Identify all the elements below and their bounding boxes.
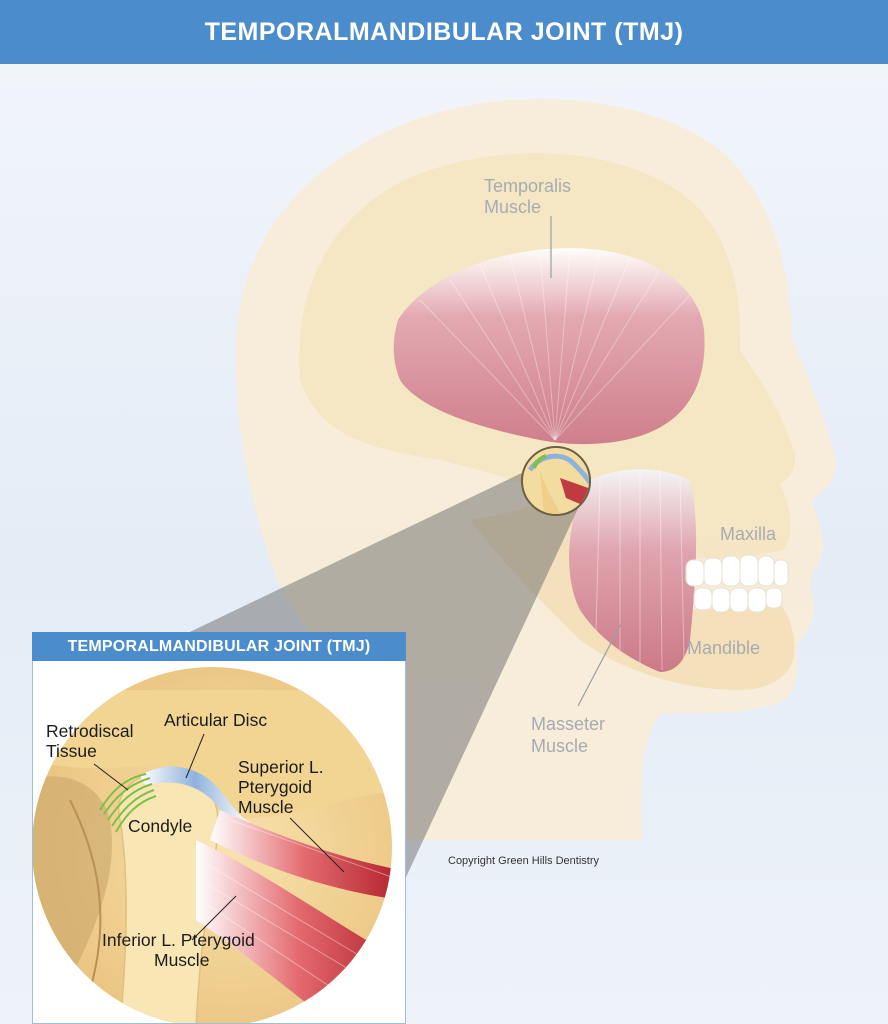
temporalis-label-line1: Temporalis: [484, 176, 571, 196]
mandible-label: Mandible: [687, 638, 760, 658]
temporalis-label-line2: Muscle: [484, 197, 541, 217]
inset-title: TEMPORALMANDIBULAR JOINT (TMJ): [32, 632, 406, 661]
inset-frame: [32, 632, 406, 1024]
masseter-label-line2: Muscle: [531, 736, 588, 756]
page-title: TEMPORALMANDIBULAR JOINT (TMJ): [0, 0, 888, 64]
masseter-label-line1: Masseter: [531, 714, 605, 734]
teeth: [686, 555, 788, 612]
maxilla-label: Maxilla: [720, 524, 777, 544]
copyright-notice: Copyright Green Hills Dentistry: [448, 855, 599, 867]
